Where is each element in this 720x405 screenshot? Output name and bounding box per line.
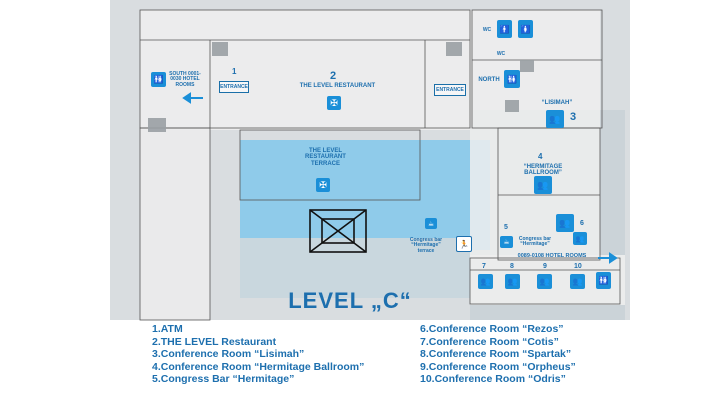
toilets-icon-south: 🚻	[596, 272, 611, 289]
conference-icon-room8: 👥	[505, 274, 520, 289]
east-wing	[470, 10, 600, 260]
legend-item: 5.Congress Bar “Hermitage”	[152, 373, 295, 385]
lisimah-number: 3	[570, 111, 577, 123]
terrace-icon: ✠	[316, 178, 330, 192]
conference-icon-room9: 👥	[537, 274, 552, 289]
south-rooms-label: SOUTH 0001-0030 HOTEL ROOMS	[169, 71, 201, 88]
room9-number: 9	[543, 263, 547, 270]
congress-bar-label: Congress bar “Hermitage”	[518, 236, 552, 248]
pool	[240, 140, 490, 250]
north-label: NORTH	[478, 77, 500, 83]
terrace-label: THE LEVEL RESTAURANT TERRACE	[305, 148, 346, 167]
hotel-rooms-north-label: 0089-0108 HOTEL ROOMS	[517, 253, 587, 259]
legend-item: 3.Conference Room “Lisimah”	[152, 348, 305, 360]
level-title: LEVEL „C“	[288, 288, 412, 313]
toilets-icon-top-2: 🚺	[518, 20, 533, 38]
legend-right: 6.Conference Room “Rezos” 7.Conference R…	[420, 323, 576, 386]
congress-bar-number: 5	[504, 224, 508, 231]
legend-item: 10.Conference Room “Odris”	[420, 373, 566, 385]
atm-number: 1	[232, 67, 237, 76]
legend-item: 1.ATM	[152, 323, 183, 335]
legend-item: 4.Conference Room “Hermitage Ballroom”	[152, 360, 365, 373]
wc-right-label: WC	[496, 51, 506, 57]
legend-item: 7.Conference Room “Cotis”	[420, 335, 559, 348]
toilets-icon-top: 🚹	[497, 20, 512, 38]
legend-left: 1.ATM 2.THE LEVEL Restaurant 3.Conferenc…	[152, 323, 364, 386]
conference-icon-room6: 👥	[556, 214, 574, 232]
restaurant-icon: ✠	[327, 96, 341, 110]
wc-left-label: WC	[482, 27, 492, 33]
toilets-icon-left: 🚻	[151, 72, 166, 87]
west-wing	[140, 125, 210, 320]
conference-icon-room6b: 👥	[573, 232, 587, 245]
legend-item: 2.THE LEVEL Restaurant	[152, 335, 277, 348]
legend-item: 6.Conference Room “Rezos”	[420, 323, 564, 335]
conference-icon-room7: 👥	[478, 274, 493, 289]
coffee-icon: ☕	[425, 218, 437, 229]
arrow-left-icon	[182, 92, 203, 104]
legend-item: 9.Conference Room “Orpheus”	[420, 360, 576, 373]
restaurant-number: 2	[330, 70, 337, 82]
entrance-left: ENTRANCE	[219, 81, 249, 93]
pool-deck	[240, 238, 470, 298]
room10-number: 10	[574, 263, 582, 270]
room8-number: 8	[510, 263, 514, 270]
hermitage-ballroom-label: “HERMITAGE BALLROOM”	[523, 164, 563, 177]
room6-number: 6	[580, 220, 584, 227]
room7-number: 7	[482, 263, 486, 270]
conference-icon-lisimah: 👥	[546, 110, 564, 128]
lisimah-label: “LISIMAH”	[541, 100, 573, 106]
skylight	[309, 209, 367, 253]
restaurant-label: THE LEVEL RESTAURANT	[299, 83, 376, 89]
exit-icon: 🏃	[456, 236, 472, 252]
hermitage-ballroom-number: 4	[538, 152, 543, 161]
arrow-right-icon	[598, 252, 618, 264]
legend-item: 8.Conference Room “Spartak”	[420, 348, 572, 360]
corridor-top	[140, 10, 470, 130]
coffee-icon-bar: ☕	[500, 236, 513, 248]
conference-icon-room10: 👥	[570, 274, 585, 289]
congress-bar-terrace-label: Congress bar “Hermitage” terrace	[409, 237, 443, 254]
toilets-icon-north: 🚻	[504, 70, 520, 88]
entrance-right: ENTRANCE	[434, 84, 466, 96]
conference-icon-ballroom: 👥	[534, 176, 552, 194]
